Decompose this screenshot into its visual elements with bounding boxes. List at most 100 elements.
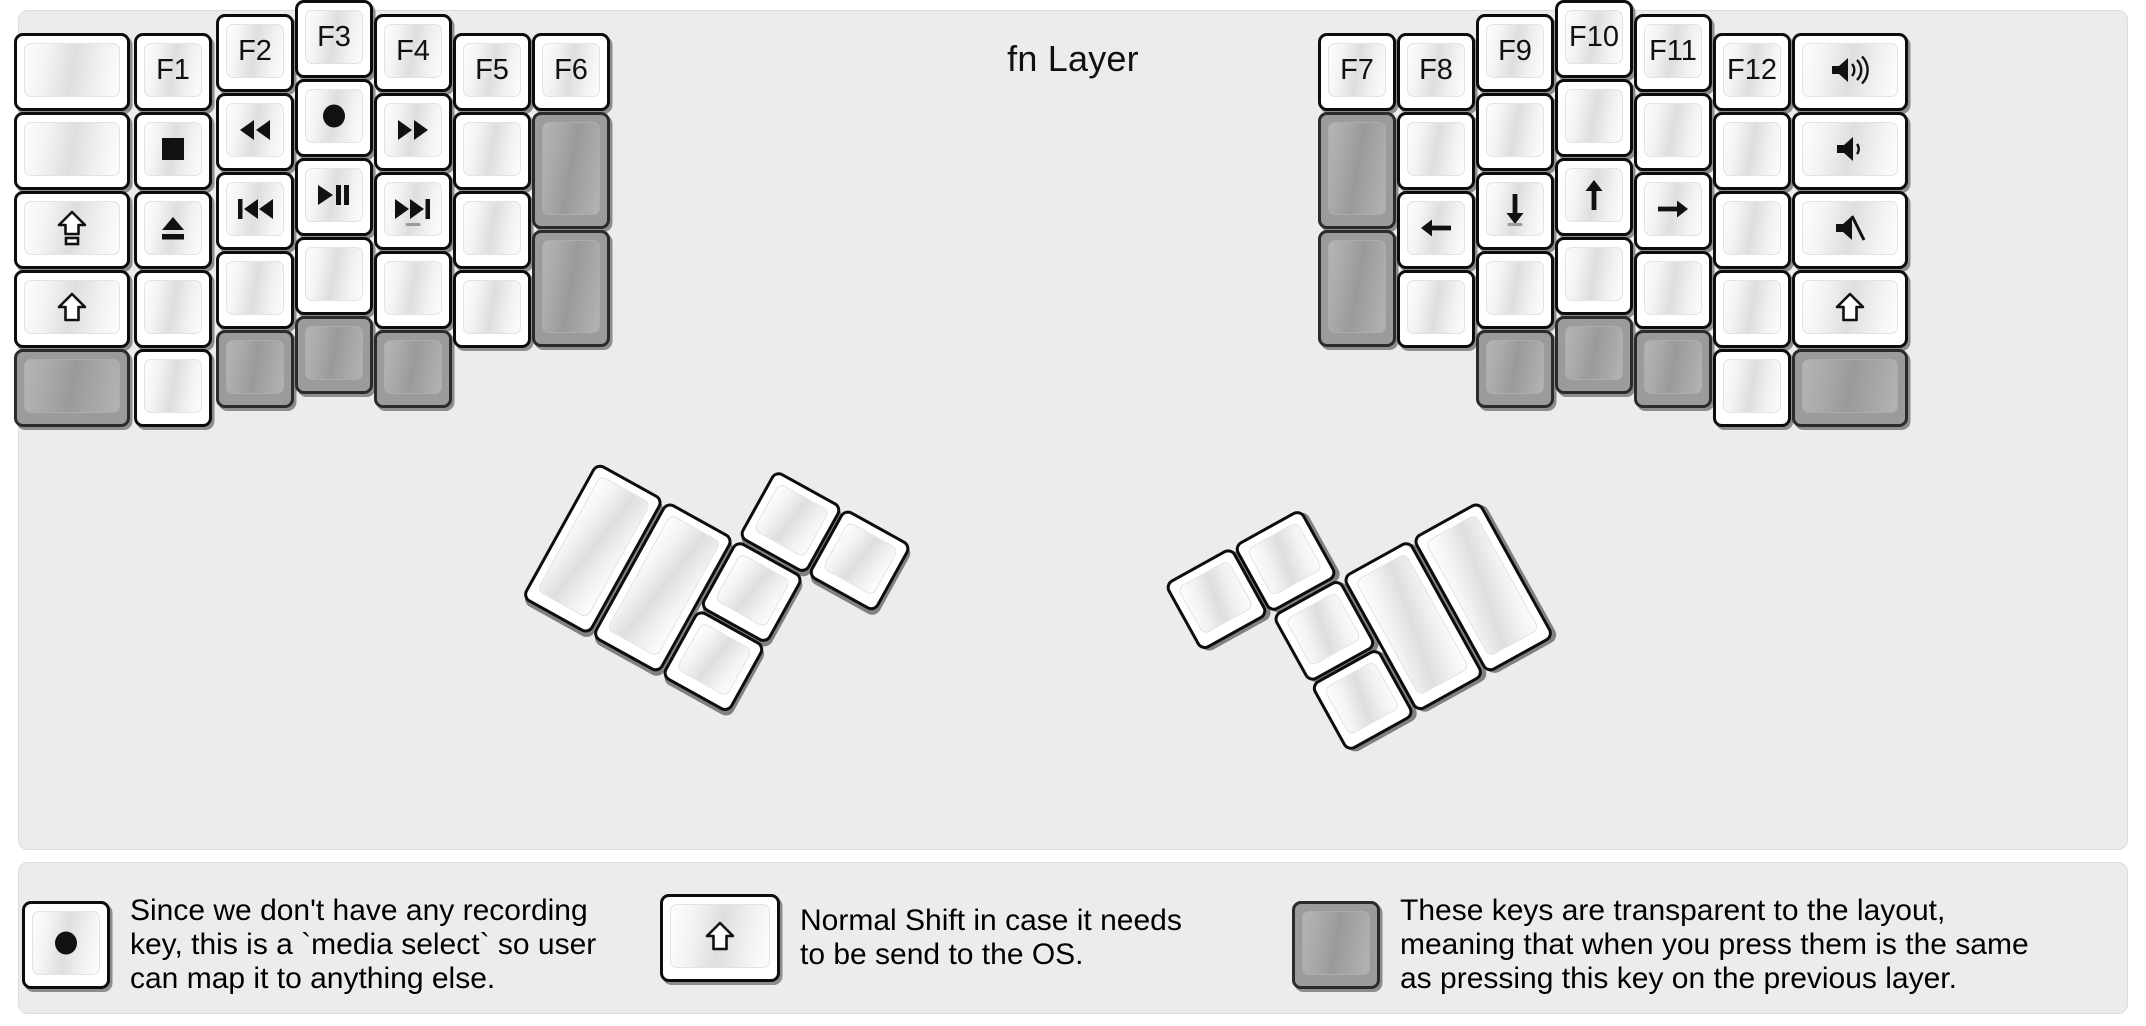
keycap-face <box>1644 103 1702 157</box>
keycap-face <box>670 904 770 968</box>
legend-shift-note: Normal Shift in case it needs to be send… <box>660 894 1182 982</box>
key-left-col-index-4[interactable] <box>374 251 452 329</box>
key-left-col-index-3[interactable] <box>374 172 452 250</box>
key-right-col-middle-5[interactable] <box>1555 316 1633 394</box>
shift-icon <box>1835 291 1865 323</box>
key-left-col-inner1-1[interactable]: F5 <box>453 33 531 111</box>
key-left-col-middle-5[interactable] <box>295 316 373 394</box>
legend-keycap-shift-note <box>660 894 780 982</box>
keycap-face <box>1284 591 1362 667</box>
key-right-col-outer-1[interactable] <box>1792 33 1908 111</box>
keycap-face <box>1644 182 1702 236</box>
keycap-label: F12 <box>1727 53 1777 86</box>
key-left-col-ring-4[interactable] <box>216 251 294 329</box>
key-left-col-pinky-3[interactable] <box>134 191 212 269</box>
key-left-col-ring-2[interactable] <box>216 93 294 171</box>
key-right-col-ring-4[interactable] <box>1634 251 1712 329</box>
key-right-col-pinky-2[interactable] <box>1713 112 1791 190</box>
legend-text-transparent-note: These keys are transparent to the layout… <box>1400 894 2029 995</box>
keycap-face <box>144 359 202 413</box>
key-left-col-middle-2[interactable] <box>295 79 373 157</box>
key-left-col-outer-4[interactable] <box>14 270 130 348</box>
legend-key-transparent-note <box>1292 900 1380 989</box>
key-right-col-inner2-3[interactable] <box>1318 230 1396 347</box>
key-right-col-outer-3[interactable] <box>1792 191 1908 269</box>
key-left-col-index-1[interactable]: F4 <box>374 14 452 92</box>
keycap-face <box>463 122 521 176</box>
key-left-col-index-2[interactable] <box>374 93 452 171</box>
key-right-col-ring-1[interactable]: F11 <box>1634 14 1712 92</box>
key-left-col-index-5[interactable] <box>374 330 452 408</box>
key-left-col-outer-3[interactable] <box>14 191 130 269</box>
keycap-face: F7 <box>1328 43 1386 97</box>
key-right-col-middle-2[interactable] <box>1555 79 1633 157</box>
key-right-col-ring-3[interactable] <box>1634 172 1712 250</box>
key-right-col-ring-5[interactable] <box>1634 330 1712 408</box>
keycap-face <box>384 261 442 315</box>
key-left-col-inner1-4[interactable] <box>453 270 531 348</box>
keycap-face <box>1565 168 1623 222</box>
key-left-col-pinky-2[interactable] <box>134 112 212 190</box>
key-left-col-inner2-3[interactable] <box>532 230 610 347</box>
key-right-col-middle-4[interactable] <box>1555 237 1633 315</box>
key-left-col-inner1-3[interactable] <box>453 191 531 269</box>
key-right-col-index-5[interactable] <box>1476 330 1554 408</box>
key-right-col-outer-4[interactable] <box>1792 270 1908 348</box>
key-right-col-middle-1[interactable]: F10 <box>1555 0 1633 78</box>
key-right-col-index-3[interactable] <box>1476 172 1554 250</box>
legend-key-shift-note <box>660 894 780 982</box>
key-left-col-middle-1[interactable]: F3 <box>295 0 373 78</box>
key-left-col-inner2-1[interactable]: F6 <box>532 33 610 111</box>
key-left-col-middle-3[interactable] <box>295 158 373 236</box>
keycap-face <box>1723 359 1781 413</box>
key-left-col-outer-1[interactable] <box>14 33 130 111</box>
key-left-col-pinky-4[interactable] <box>134 270 212 348</box>
key-right-col-inner1-1[interactable]: F8 <box>1397 33 1475 111</box>
key-right-col-outer-2[interactable] <box>1792 112 1908 190</box>
keycap-face <box>1486 103 1544 157</box>
key-right-col-pinky-1[interactable]: F12 <box>1713 33 1791 111</box>
media-rewind-icon <box>237 117 273 143</box>
keycap-face <box>226 261 284 315</box>
key-left-col-pinky-5[interactable] <box>134 349 212 427</box>
key-left-col-ring-3[interactable] <box>216 172 294 250</box>
key-left-col-pinky-1[interactable]: F1 <box>134 33 212 111</box>
key-right-col-pinky-5[interactable] <box>1713 349 1791 427</box>
keycap-face <box>822 520 899 597</box>
key-right-col-inner2-1[interactable]: F7 <box>1318 33 1396 111</box>
key-left-col-ring-5[interactable] <box>216 330 294 408</box>
key-left-col-inner1-2[interactable] <box>453 112 531 190</box>
keycap-face <box>1328 122 1386 215</box>
volume-down-icon <box>1834 134 1866 164</box>
keycap-face <box>144 201 202 255</box>
key-right-col-index-4[interactable] <box>1476 251 1554 329</box>
keycap-face <box>305 326 363 380</box>
volume-up-icon <box>1829 55 1871 85</box>
keycap-face <box>1246 521 1324 597</box>
key-right-col-inner1-2[interactable] <box>1397 112 1475 190</box>
key-right-col-inner1-4[interactable] <box>1397 270 1475 348</box>
key-left-col-inner2-2[interactable] <box>532 112 610 229</box>
key-right-col-index-2[interactable] <box>1476 93 1554 171</box>
key-right-col-inner1-3[interactable] <box>1397 191 1475 269</box>
key-right-col-inner2-2[interactable] <box>1318 112 1396 229</box>
key-left-col-middle-4[interactable] <box>295 237 373 315</box>
keycap-face <box>384 340 442 394</box>
key-left-col-ring-1[interactable]: F2 <box>216 14 294 92</box>
key-right-col-outer-5[interactable] <box>1792 349 1908 427</box>
legend-panel <box>18 862 2128 1014</box>
shift-icon <box>705 920 735 952</box>
keycap-face <box>24 359 120 413</box>
keycap-face <box>1177 559 1254 636</box>
keycap-face <box>144 122 202 176</box>
keycap-label: F4 <box>396 34 430 67</box>
legend-key-record-note <box>22 900 110 989</box>
key-right-col-pinky-4[interactable] <box>1713 270 1791 348</box>
key-right-col-ring-2[interactable] <box>1634 93 1712 171</box>
keycap-label: F11 <box>1649 34 1697 67</box>
key-left-col-outer-5[interactable] <box>14 349 130 427</box>
key-right-col-index-1[interactable]: F9 <box>1476 14 1554 92</box>
key-right-col-pinky-3[interactable] <box>1713 191 1791 269</box>
key-right-col-middle-3[interactable] <box>1555 158 1633 236</box>
key-left-col-outer-2[interactable] <box>14 112 130 190</box>
